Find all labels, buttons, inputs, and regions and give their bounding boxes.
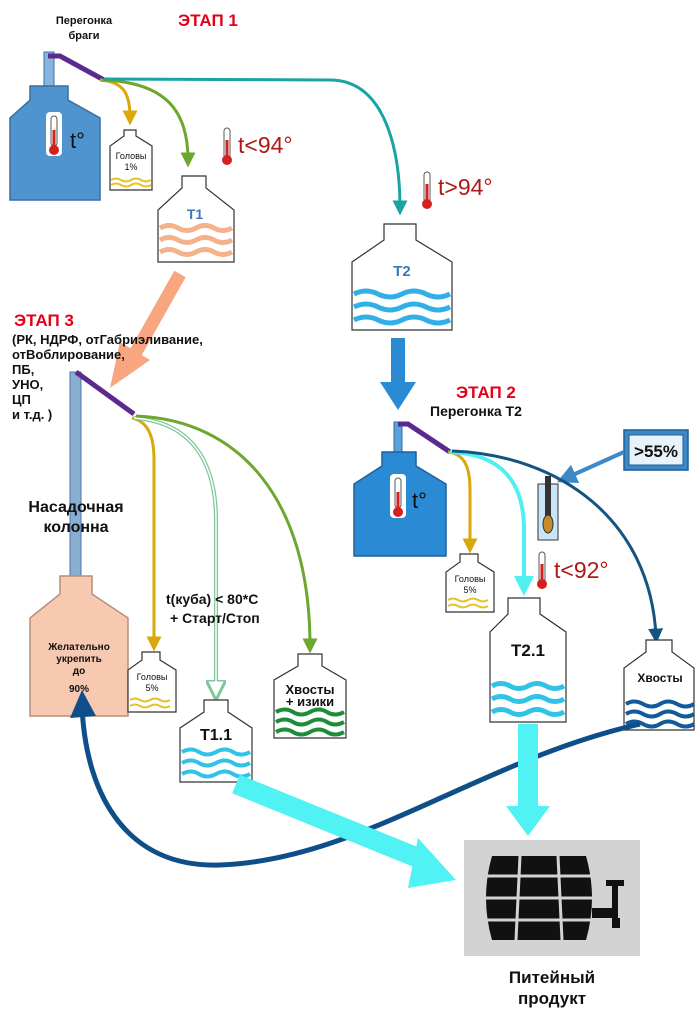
stage3-condition-line1: t(куба) < 80*С — [166, 591, 258, 607]
temp-92-thermometer-icon — [537, 551, 547, 589]
t1-bottle — [157, 175, 235, 263]
barrel-with-tap-icon — [464, 840, 640, 956]
t1-label: Т1 — [187, 206, 204, 222]
stage1-caption-line1: Перегонка — [56, 15, 113, 27]
heads1-pct: 1% — [124, 162, 137, 172]
tails2-bottle — [623, 639, 696, 731]
stage3-title: ЭТАП 3 — [14, 311, 74, 330]
arrow-t2-to-stage2-head — [380, 382, 416, 410]
stage3-method-line: отВоблирование, — [12, 347, 125, 362]
stage1-caption-line2: браги — [69, 30, 100, 42]
temp-high: t>94° — [438, 174, 493, 200]
heads2-name: Головы — [455, 574, 486, 584]
stage1-still-temp: t° — [70, 128, 85, 153]
arrow-to-heads1 — [99, 78, 138, 126]
temp-high-thermometer-icon — [422, 171, 432, 209]
stage3-method-line: ПБ, — [12, 362, 34, 377]
stage3-still — [29, 575, 129, 717]
tails3-line1: Хвосты — [286, 682, 335, 697]
heads3-pct: 5% — [145, 683, 158, 693]
heads3-name: Головы — [137, 672, 168, 682]
stage3-condition-line2: + Старт/Стоп — [170, 610, 260, 626]
heads1-bottle — [109, 129, 153, 191]
stage3-method-line: УНО, — [12, 377, 43, 392]
stage3-still-line1: Желательно — [47, 642, 110, 653]
stage2-subtitle: Перегонка Т2 — [430, 403, 522, 419]
stage2-vapor-pipe — [398, 421, 452, 455]
arrow-to-tails3 — [135, 414, 318, 654]
t11-label: Т1.1 — [200, 727, 232, 744]
t21-label: Т2.1 — [511, 641, 545, 660]
t21-bottle — [489, 597, 567, 723]
column-label-line1: Насадочная — [28, 499, 123, 516]
stage2-thermometer-icon — [390, 474, 406, 518]
arrow-to-heads2 — [447, 450, 478, 554]
temp-92: t<92° — [554, 557, 609, 583]
strength-box-inner — [628, 434, 684, 466]
temp-low: t<94° — [238, 132, 293, 158]
stage3-vapor-pipe — [74, 369, 136, 417]
heads1-name: Головы — [116, 151, 147, 161]
heads2-bottle — [445, 553, 495, 613]
stage2-title: ЭТАП 2 — [456, 383, 516, 402]
arrow-to-tails2 — [451, 449, 664, 644]
arrow-t21-to-product-head — [506, 806, 550, 836]
arrow-t1-to-stage3 — [130, 270, 186, 356]
stage2-still-temp: t° — [412, 488, 427, 513]
strength-value: >55% — [634, 442, 678, 461]
stage3-still-line3: до — [73, 666, 85, 677]
heads2-pct: 5% — [463, 585, 476, 595]
stage3-still-line2: укрепить — [56, 654, 101, 665]
tails2-label: Хвосты — [637, 671, 682, 685]
temp-low-thermometer-icon — [222, 127, 232, 165]
arrow-to-t2 — [103, 77, 408, 216]
arrow-strength-to-meter — [556, 450, 625, 484]
t2-label: Т2 — [393, 263, 411, 280]
arrow-t11-to-product — [232, 774, 432, 872]
arrow-to-heads3 — [131, 416, 162, 652]
arrow-tails-return-head — [70, 690, 96, 718]
column-label-line2: колонна — [43, 519, 108, 536]
stage3-method-line: (РК, НДРФ, отГабриэливание, — [12, 332, 203, 347]
t2-bottle — [351, 223, 453, 331]
arrow-to-t21 — [449, 450, 534, 596]
stage3-method-line: и т.д. ) — [12, 407, 52, 422]
packed-column — [69, 371, 82, 581]
stage3-methods: (РК, НДРФ, отГабриэливание, отВоблирован… — [12, 332, 203, 422]
arrow-to-t11-inner — [133, 417, 217, 682]
arrow-to-t1 — [101, 78, 196, 168]
heads3-bottle — [127, 651, 177, 713]
stage3-still-line4: 90% — [69, 684, 89, 695]
arrow-t11-to-product-head — [408, 838, 456, 888]
stage3-method-line: ЦП — [12, 392, 31, 407]
stage1-vapor-pipe — [48, 53, 106, 83]
product-line2: продукт — [518, 989, 586, 1008]
stage1-thermometer-icon — [46, 112, 62, 156]
arrow-tails-return — [79, 705, 641, 868]
tails3-bottle — [273, 653, 347, 739]
product-line1: Питейный — [509, 968, 595, 987]
hydrometer-icon — [537, 476, 559, 541]
arrow-t1-to-stage3-head — [110, 342, 150, 388]
tails3-line2: + изики — [286, 694, 334, 709]
stage1-title: ЭТАП 1 — [178, 11, 238, 30]
